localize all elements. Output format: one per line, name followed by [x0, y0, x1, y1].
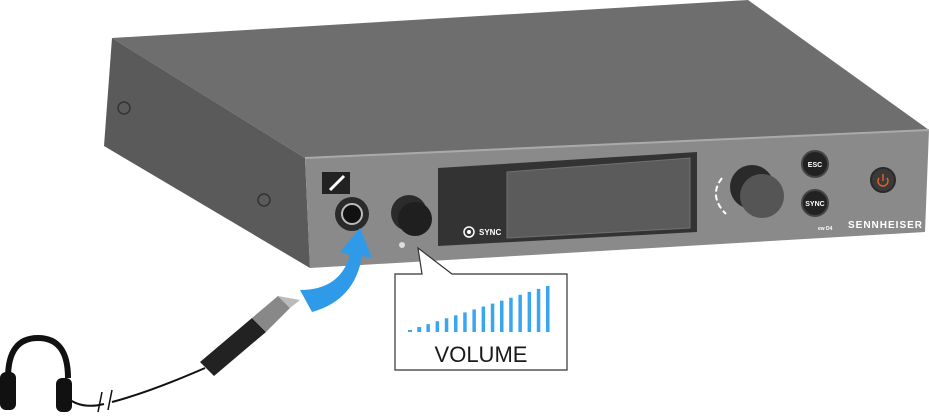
volume-label: VOLUME	[435, 342, 528, 367]
volume-bar	[518, 294, 522, 332]
volume-bar	[454, 315, 458, 332]
volume-bar	[481, 306, 486, 332]
jog-wheel[interactable]	[730, 165, 784, 218]
receiver-device: SYNC ESC SYNC ew D4 SENNHEISER	[104, 0, 929, 268]
volume-bar	[435, 321, 440, 332]
volume-callout: VOLUME	[394, 246, 568, 371]
volume-bar	[546, 286, 550, 332]
power-icon	[877, 174, 889, 187]
device-top	[112, 0, 929, 158]
volume-bar	[426, 324, 430, 332]
volume-bar	[408, 330, 412, 332]
headphone-cable	[64, 367, 206, 407]
headphones-icon	[0, 334, 72, 412]
svg-text:SYNC: SYNC	[805, 201, 824, 208]
rotate-arrow-icon	[715, 177, 727, 215]
model-badge: ew D4	[818, 226, 833, 232]
volume-bars	[408, 286, 550, 332]
volume-bar	[463, 312, 467, 332]
sync-button[interactable]: SYNC	[801, 189, 829, 217]
volume-bar	[417, 327, 422, 332]
svg-text:ESC: ESC	[808, 162, 822, 169]
sync-led-icon	[463, 226, 475, 238]
headphone-plug	[200, 296, 300, 376]
volume-bar	[536, 288, 541, 332]
display-screen	[506, 157, 691, 239]
screw-icon	[257, 193, 271, 207]
volume-bar	[527, 291, 532, 332]
sync-indicator-label: SYNC	[479, 228, 501, 237]
volume-knob[interactable]	[391, 195, 432, 236]
volume-bar	[444, 318, 449, 332]
volume-bar	[509, 297, 513, 332]
insert-arrow-icon	[300, 228, 372, 312]
device-left-side	[104, 38, 310, 268]
screw-icon	[117, 101, 131, 115]
brand-label: SENNHEISER	[848, 220, 923, 231]
esc-button[interactable]: ESC	[801, 150, 829, 178]
volume-bar	[500, 300, 504, 332]
volume-bar	[472, 309, 476, 332]
power-button[interactable]	[870, 167, 896, 193]
volume-bar	[490, 303, 495, 332]
